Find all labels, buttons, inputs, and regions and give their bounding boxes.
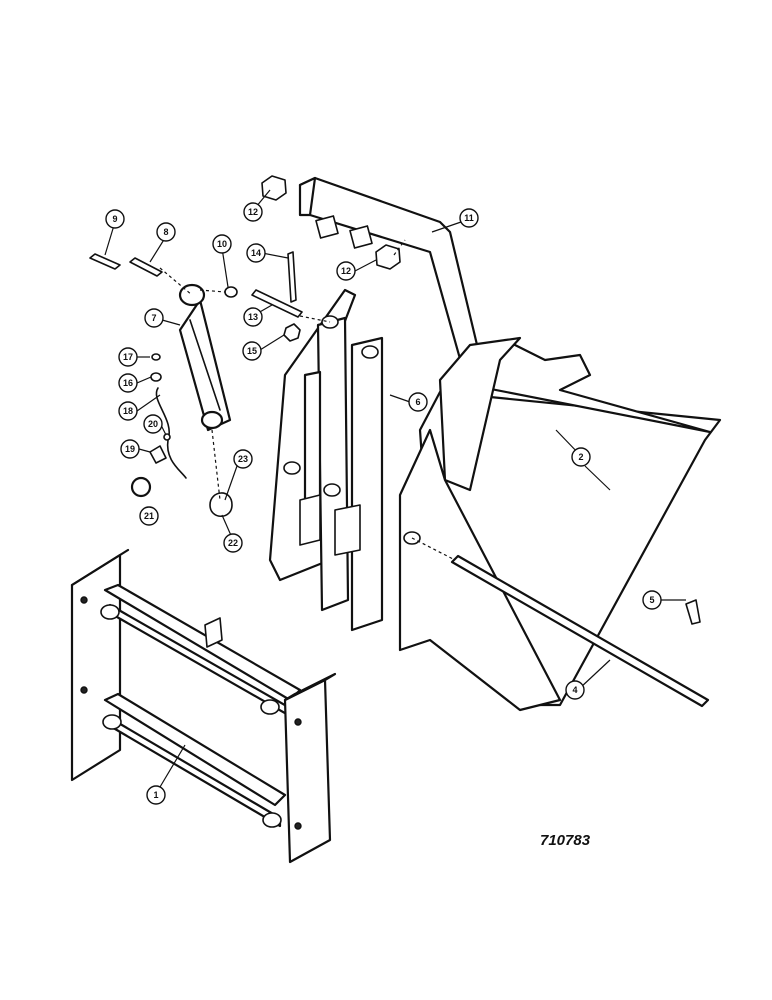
callout-14: 14 [246, 243, 266, 263]
nut-part-10 [224, 286, 238, 298]
callout-label: 5 [649, 595, 654, 605]
callout-20: 20 [143, 414, 163, 434]
callout-label: 2 [578, 452, 583, 462]
pin-part-8 [129, 257, 163, 277]
hose-part-18 [155, 387, 187, 479]
callout-label: 23 [238, 454, 248, 464]
callout-label: 4 [572, 685, 577, 695]
drawing-number: 710783 [540, 832, 591, 849]
pin-part-13 [251, 289, 303, 318]
callout-label: 6 [415, 397, 420, 407]
callout-7: 7 [144, 308, 164, 328]
callout-label: 16 [123, 378, 133, 388]
callout-18: 18 [118, 401, 138, 421]
bolt-part-14 [287, 251, 297, 303]
o-ring-part-21 [130, 476, 152, 498]
washer-part-20 [163, 433, 171, 441]
callout-label: 19 [125, 444, 135, 454]
callout-label: 21 [144, 511, 154, 521]
callout-label: 12 [248, 207, 258, 217]
bushing-part-22 [209, 492, 233, 518]
callout-label: 15 [247, 346, 257, 356]
callout-12a: 12 [243, 202, 263, 222]
callout-5: 5 [642, 590, 662, 610]
callout-19: 19 [120, 439, 140, 459]
callout-label: 18 [123, 406, 133, 416]
hydraulic-cylinder-part [178, 283, 232, 432]
fitting-part-19 [149, 445, 167, 464]
callout-23: 23 [233, 449, 253, 469]
nut-part-15 [283, 323, 301, 342]
callout-label: 1 [153, 790, 158, 800]
side-plate-part [268, 288, 421, 632]
callout-label: 22 [228, 538, 238, 548]
cap-part-17 [151, 353, 161, 361]
fitting-part-16 [150, 372, 162, 382]
callout-label: 11 [464, 213, 474, 223]
long-pin-part [450, 554, 710, 708]
callout-4: 4 [565, 680, 585, 700]
callout-label: 12 [341, 266, 351, 276]
callout-13: 13 [243, 307, 263, 327]
callout-15: 15 [242, 341, 262, 361]
fork-tine-part [398, 336, 722, 712]
callout-11: 11 [459, 208, 479, 228]
callout-6: 6 [408, 392, 428, 412]
callout-2: 2 [571, 447, 591, 467]
callout-12b: 12 [336, 261, 356, 281]
callout-label: 20 [148, 419, 158, 429]
leader-lines [104, 189, 686, 788]
callout-17: 17 [118, 347, 138, 367]
callout-label: 17 [123, 352, 133, 362]
callout-label: 14 [251, 248, 261, 258]
callout-10: 10 [212, 234, 232, 254]
nut-part-12a [261, 175, 287, 201]
mounting-frame-part [70, 548, 337, 864]
nut-part-12b [375, 244, 401, 270]
callout-label: 8 [163, 227, 168, 237]
callout-16: 16 [118, 373, 138, 393]
callout-21: 21 [139, 506, 159, 526]
callout-1: 1 [146, 785, 166, 805]
callout-9: 9 [105, 209, 125, 229]
callout-label: 10 [217, 239, 227, 249]
callout-label: 13 [248, 312, 258, 322]
bolt-part-9 [89, 253, 121, 270]
callout-8: 8 [156, 222, 176, 242]
callout-22: 22 [223, 533, 243, 553]
cotter-pin-part [685, 599, 701, 625]
callout-label: 9 [112, 214, 117, 224]
callout-label: 7 [151, 313, 156, 323]
